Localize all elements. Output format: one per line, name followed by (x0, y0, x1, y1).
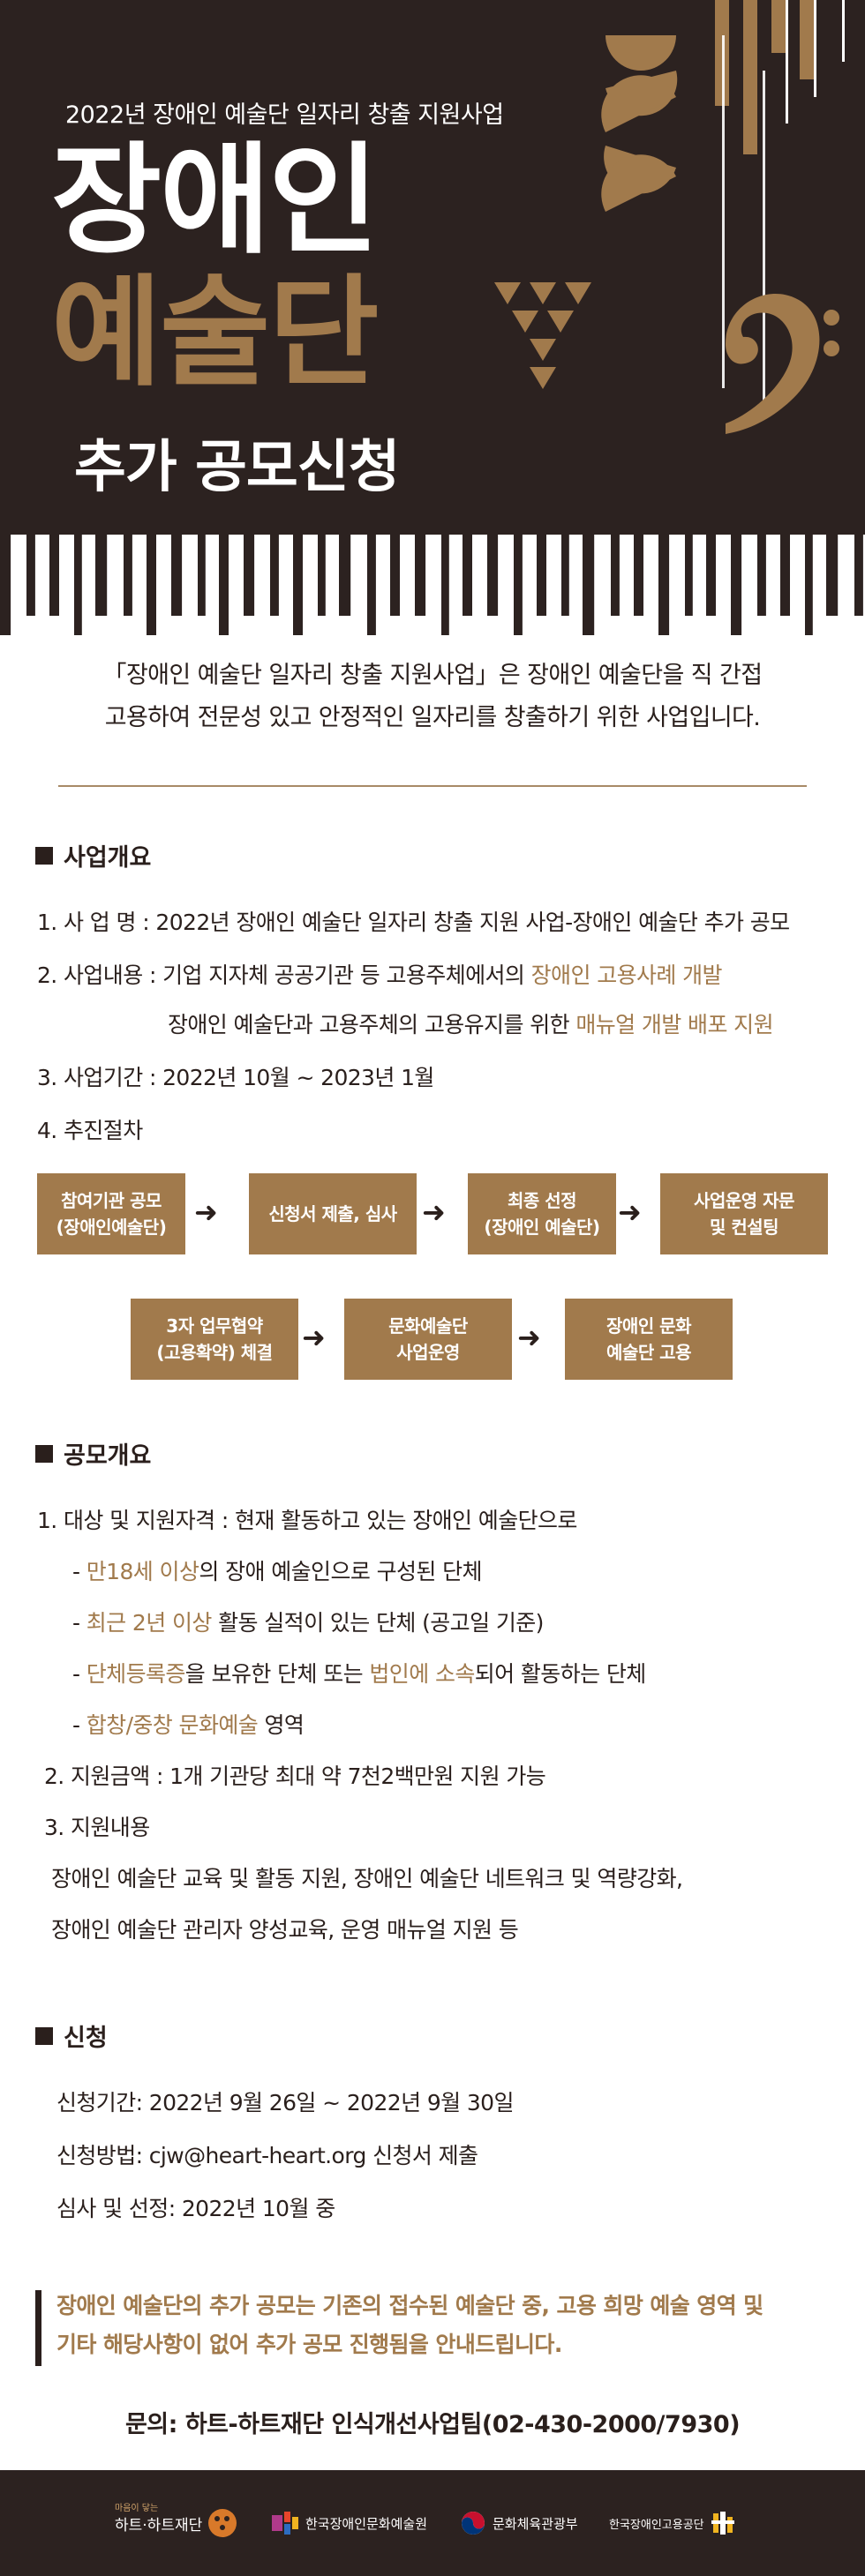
recruit-sub4: - 합창/중창 문화예술 영역 (72, 1712, 305, 1738)
intro-line1: 「장애인 예술단 일자리 창출 지원사업」은 장애인 예술단을 직 간접 (102, 662, 763, 689)
apply-review: 심사 및 선정: 2022년 10월 중 (56, 2196, 335, 2221)
recruit-sub1: - 만18세 이상의 장애 예술인으로 구성된 단체 (72, 1559, 483, 1584)
piano-key (367, 535, 376, 635)
piano-key (514, 535, 523, 635)
piano-key (780, 535, 790, 616)
section-title-recruit: 공모개요 (35, 1436, 151, 1471)
recruit-item3-l1: 장애인 예술단 교육 및 활동 지원, 장애인 예술단 네트워크 및 역량강화, (51, 1866, 683, 1891)
piano-key (0, 535, 11, 635)
apply-method: 신청방법: cjw@heart-heart.org 신청서 제출 (56, 2143, 478, 2168)
recruit-item3: 3. 지원내용 (44, 1815, 150, 1840)
piano-key (318, 535, 326, 616)
logo-ministry-culture: 문화체육관광부 (461, 2504, 578, 2542)
overview-item1: 1. 사 업 명 : 2022년 장애인 예술단 일자리 창출 지원 사업-장애… (37, 910, 790, 935)
recruit-sub3: - 단체등록증을 보유한 단체 또는 법인에 소속되어 활동하는 단체 (72, 1661, 646, 1687)
contact-info: 문의: 하트-하트재단 인식개선사업팀(02-430-2000/7930) (124, 2411, 741, 2438)
overview-item4: 4. 추진절차 (37, 1118, 143, 1143)
hero-title-line2: 예술단 (51, 264, 379, 403)
piano-key (826, 535, 839, 616)
heart-foundation-logo-icon (208, 2509, 237, 2537)
piano-key (757, 535, 766, 616)
piano-key (658, 535, 670, 635)
piano-key (487, 535, 499, 616)
recruit-item2: 2. 지원금액 : 1개 기관당 최대 약 7천2백만원 지원 가능 (44, 1764, 546, 1789)
apply-period: 신청기간: 2022년 9월 26일 ~ 2022년 9월 30일 (56, 2090, 514, 2115)
flow-step-1: 참여기관 공모(장애인예술단) (37, 1173, 185, 1254)
flow-step-3: 최종 선정(장애인 예술단) (468, 1173, 616, 1254)
piano-key (198, 535, 206, 616)
arrow-right-icon: ➜ (618, 1195, 642, 1229)
flow-step-2: 신청서 제출, 심사 (249, 1173, 417, 1254)
piano-key (441, 535, 449, 635)
divider (58, 785, 807, 787)
overview-item3: 3. 사업기간 : 2022년 10월 ~ 2023년 1월 (37, 1065, 434, 1090)
logo-korea-disability-arts: 한국장애인문화예술원 (272, 2504, 427, 2542)
arrow-right-icon: ➜ (302, 1321, 326, 1354)
piano-key (463, 535, 472, 616)
square-bullet-icon (35, 846, 53, 865)
hero-title-line3: 추가 공모신청 (74, 435, 401, 500)
arrow-right-icon: ➜ (517, 1321, 541, 1354)
piano-key (537, 535, 546, 616)
flow-step-5: 3자 업무협약(고용확약) 체결 (131, 1299, 298, 1380)
footer: 마음이 닿는 하트·하트재단 한국장애인문화예술원 문화체육관광부 한국장애인고… (0, 2470, 865, 2576)
notice-text: 장애인 예술단의 추가 공모는 기존의 접수된 예술단 중, 고용 희망 예술 … (56, 2293, 763, 2357)
piano-key (270, 535, 279, 616)
logo-kead: 한국장애인고용공단 (609, 2504, 743, 2542)
piano-key (219, 535, 229, 635)
overview-item2-cont: 장애인 예술단과 고용주체의 고용유지를 위한 매뉴얼 개발 배포 지원 (168, 1012, 774, 1037)
arrow-right-icon: ➜ (194, 1195, 218, 1229)
section-title-overview: 사업개요 (35, 838, 151, 872)
square-bullet-icon (35, 2026, 53, 2045)
piano-key (634, 535, 643, 616)
arrow-right-icon: ➜ (422, 1195, 446, 1229)
recruit-item1: 1. 대상 및 지원자격 : 현재 활동하고 있는 장애인 예술단으로 (37, 1508, 577, 1533)
piano-key (293, 535, 303, 635)
intro-line2: 고용하여 전문성 있고 안정적인 일자리를 창출하기 위한 사업입니다. (104, 704, 761, 731)
logo-heart-heart-foundation: 마음이 닿는 하트·하트재단 (115, 2504, 244, 2542)
piano-key (26, 535, 35, 616)
piano-keys-decoration (0, 535, 865, 635)
piano-key (583, 535, 595, 635)
square-bullet-icon (35, 1444, 53, 1463)
piano-key (706, 535, 716, 616)
piano-key (390, 535, 400, 616)
piano-key (611, 535, 620, 616)
piano-key (74, 535, 82, 635)
intro-text: 「장애인 예술단 일자리 창출 지원사업」은 장애인 예술단을 직 간접 고용하… (0, 655, 865, 739)
piano-key (124, 535, 132, 616)
piano-key (854, 535, 863, 616)
disability-arts-logo-icon (272, 2512, 298, 2535)
piano-key (805, 535, 813, 635)
recruit-sub2: - 최근 2년 이상 활동 실적이 있는 단체 (공고일 기준) (72, 1610, 544, 1636)
notice-bar (35, 2290, 41, 2366)
music-decoration (494, 0, 845, 434)
hero-banner: 2022년 장애인 예술단 일자리 창출 지원사업 장애인 예술단 추가 공모신… (0, 0, 865, 635)
hero-title-line1: 장애인 (51, 131, 379, 271)
piano-key (171, 535, 183, 616)
piano-key (95, 535, 108, 616)
piano-key (561, 535, 569, 616)
piano-key (415, 535, 426, 616)
piano-key (339, 535, 351, 616)
recruit-item3-l2: 장애인 예술단 관리자 양성교육, 운영 매뉴얼 지원 등 (51, 1917, 519, 1943)
kead-logo-icon (711, 2512, 734, 2535)
overview-item2: 2. 사업내용 : 기업 지자체 공공기관 등 고용주체에서의 장애인 고용사례… (37, 962, 723, 988)
piano-key (49, 535, 59, 616)
ministry-culture-logo-icon (462, 2512, 485, 2535)
piano-key (147, 535, 156, 635)
section-title-apply: 신청 (35, 2018, 108, 2053)
hero-subtitle: 2022년 장애인 예술단 일자리 창출 지원사업 (65, 101, 504, 129)
piano-key (244, 535, 255, 616)
piano-key (731, 535, 742, 635)
piano-key (685, 535, 693, 616)
